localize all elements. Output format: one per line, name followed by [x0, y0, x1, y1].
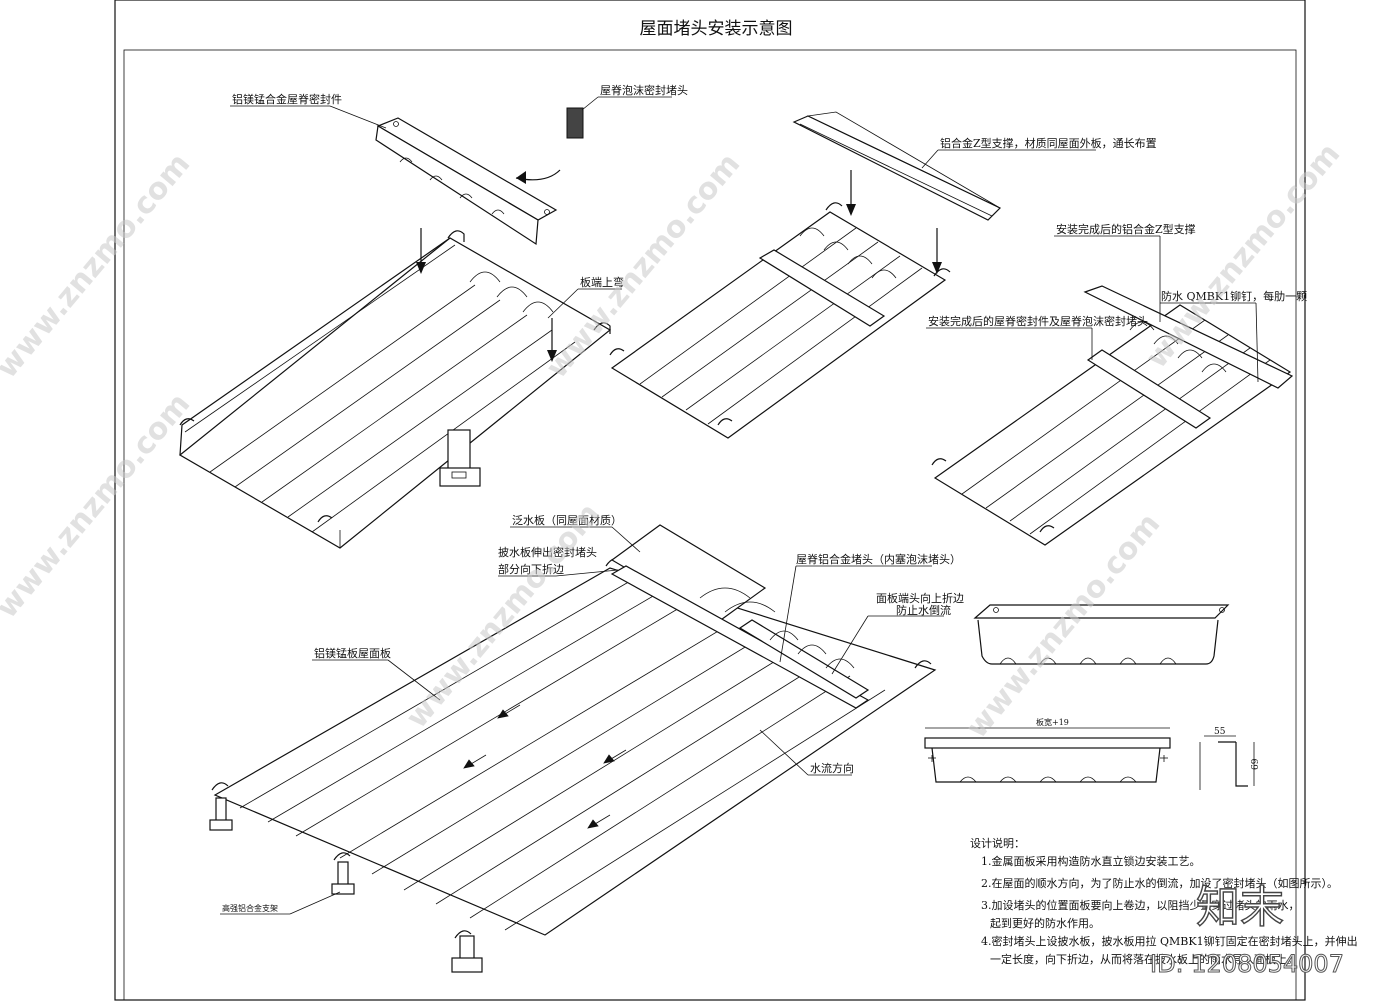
foam-plug-part: [566, 107, 584, 139]
install-arrow-head: [516, 171, 526, 184]
note-1: 1.金属面板采用构造防水直立锁边安装工艺。: [981, 854, 1201, 868]
note-4: 4.密封堵头上设披水板，披水板用拉 QMBK1铆钉固定在密封堵头上，并伸出: [981, 934, 1358, 948]
design-notes: 设计说明： 1.金属面板采用构造防水直立锁边安装工艺。 2.在屋面的顺水方向，为…: [970, 836, 1358, 966]
label-flashing-extend-1: 披水板伸出密封堵头: [498, 545, 597, 559]
watermark-site-6: www.znzmo.com: [959, 507, 1167, 745]
label-ridge-plug: 屋脊铝合金堵头（内塞泡沫堵头）: [796, 552, 961, 566]
note-2: 2.在屋面的顺水方向，为了防止水的倒流，加设了密封堵头（如图所示）。: [981, 876, 1338, 890]
watermark-site-3: www.znzmo.com: [1139, 137, 1347, 375]
drawing-title: 屋面堵头安装示意图: [640, 19, 793, 39]
watermark-brand: 知末: [1196, 882, 1284, 933]
watermark-site-4: www.znzmo.com: [0, 387, 197, 625]
label-end-upturn: 板端上弯: [580, 275, 624, 289]
panel-d-roof-assembly: [209, 524, 937, 973]
panel-c-roof-section: [931, 285, 1294, 546]
dim-55: 55: [1214, 727, 1226, 737]
detail-plug-elevation: [924, 727, 1171, 783]
label-panel-fold-1: 面板端头向上折边: [876, 591, 964, 605]
ridge-seal-part: [375, 117, 558, 246]
note-4-cont: 一定长度，向下折边，从而将落在披水板上的雨水导入面板上。: [990, 952, 1298, 966]
label-rivet: 防水 QMBK1铆钉，每肋一颗: [1161, 289, 1307, 303]
watermark-site-1: www.znzmo.com: [0, 147, 197, 385]
label-panel-fold-2: 防止水倒流: [896, 603, 951, 617]
inner-frame: [123, 49, 1297, 1001]
label-flashing-extend-2: 部分向下折边: [498, 562, 564, 576]
notes-heading: 设计说明：: [970, 836, 1025, 850]
label-installed-z: 安装完成后的铝合金Z型支撑: [1056, 222, 1196, 236]
z-support-part: [792, 111, 1002, 221]
label-water-direction: 水流方向: [810, 761, 854, 775]
panel-b-roof-section: [609, 202, 951, 439]
note-3-cont: 起到更好的防水作用。: [990, 916, 1100, 930]
label-foam-plug: 屋脊泡沫密封堵头: [600, 83, 688, 97]
detail-z-profile: [1199, 735, 1255, 790]
label-roof-panel: 铝镁锰板屋面板: [314, 646, 391, 660]
watermark-id: ID: 1208054007: [1150, 950, 1344, 978]
note-3: 3.加设堵头的位置面板要向上卷边，以阻挡少量穿过堵头的雨水，: [981, 898, 1300, 912]
label-ridge-seal: 铝镁锰合金屋脊密封件: [232, 92, 342, 106]
label-support: 高强铝合金支架: [222, 903, 278, 913]
dim-width: 板宽+19: [1036, 717, 1069, 727]
label-z-support: 铝合金Z型支撑，材质同屋面外板，通长布置: [940, 136, 1157, 150]
dim-69: 69: [1251, 758, 1261, 770]
panel-a-roof-section: [178, 230, 612, 549]
label-installed-seal: 安装完成后的屋脊密封件及屋脊泡沫密封堵头: [928, 314, 1148, 328]
label-flashing: 泛水板（同屋面材质）: [512, 513, 622, 527]
detail-plug-isometric: [973, 604, 1230, 665]
